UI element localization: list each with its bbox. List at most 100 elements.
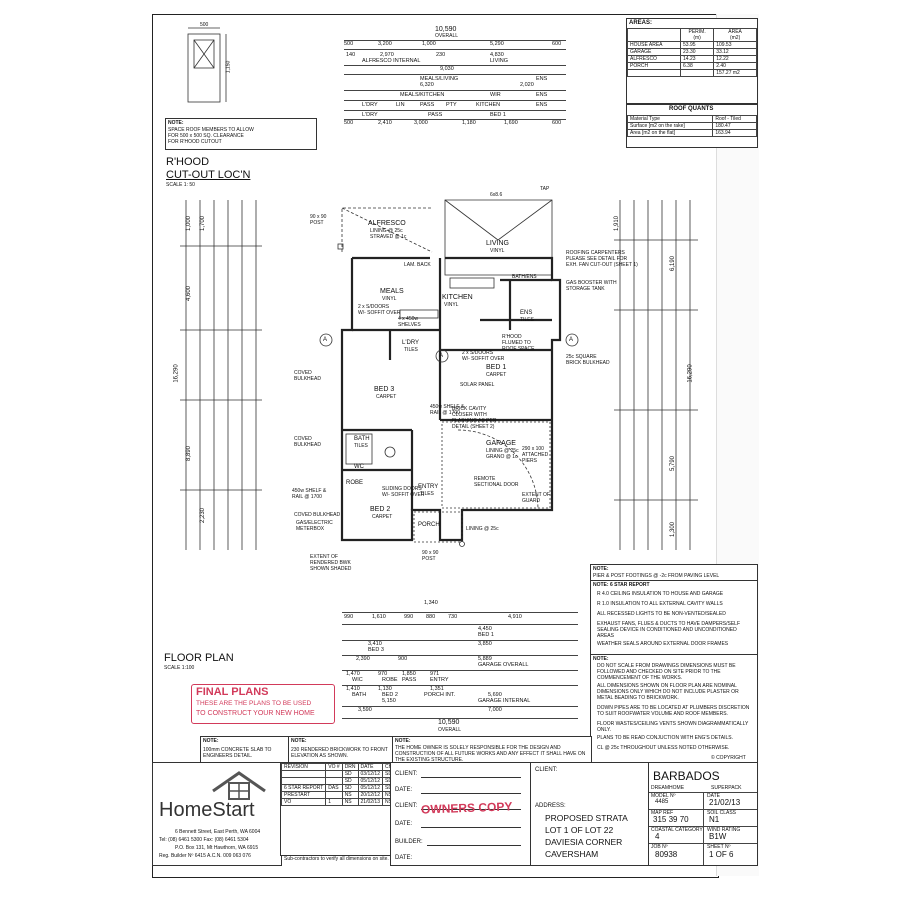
rhood-note-title: NOTE: xyxy=(168,120,184,126)
top-dim: 2,020 xyxy=(520,82,534,88)
shelf-rail-note-robe: 450w SHELF & RAIL @ 1700 xyxy=(292,488,327,500)
revision-cell: VO xyxy=(280,798,327,806)
six-star-item: WEATHER SEALS AROUND EXTERNAL DOOR FRAME… xyxy=(597,641,729,647)
lam-back-note: LAM. BACK xyxy=(404,262,431,268)
bottom-dim-label: PASS xyxy=(402,677,417,683)
general-note-item: DOWN PIPES ARE TO BE LOCATED AT PLUMBERS… xyxy=(597,705,750,717)
left-dim: 1,000 xyxy=(186,215,193,232)
revision-cell: 05/12/12 xyxy=(357,784,384,792)
home-owner-note-title: NOTE: xyxy=(395,738,411,744)
room-floor-bed1: CARPET xyxy=(486,372,507,378)
right-dim: 6,190 xyxy=(670,255,677,272)
revision-cell: 6 STAR REPORT xyxy=(280,784,327,792)
rendered-extent-note: EXTENT OF RENDERED BWK SHOWN SHADED xyxy=(310,554,352,572)
date-label: DATE: xyxy=(395,821,413,827)
top-dim: 230 xyxy=(436,52,446,58)
top-dim: 3,200 xyxy=(378,41,392,47)
areas-row-name: GARAGE xyxy=(627,48,681,56)
left-dim: 4,600 xyxy=(186,285,193,302)
floor-plan-scale: SCALE 1:100 xyxy=(164,665,195,671)
bottom-dim: 3,590 xyxy=(358,707,372,713)
rhood-dim-top: 500 xyxy=(200,22,209,28)
room-label-ldry: L'DRY xyxy=(402,340,420,346)
roof-quant-label: Surface [m2 on the rake] xyxy=(626,122,714,130)
final-plans-line: THESE ARE THE PLANS TO BE USED xyxy=(196,700,312,707)
company-address-line: P.O. Box 131, Mt Hawthorn, WA 6915 xyxy=(175,845,259,851)
porch-lining-note: LINING @ 25c xyxy=(466,526,499,532)
six-star-item: EXHAUST FANS, FLUES & DUCTS TO HAVE DAMP… xyxy=(597,621,740,639)
bottom-overall-dimension: 10,590 OVERALL xyxy=(338,712,582,734)
top-dimensions: 10,590 OVERALL 500 3,200 1,000 5,290 600… xyxy=(340,22,570,132)
top-dim-label: ALFRESCO INTERNAL xyxy=(362,58,421,64)
model-label: MODEL Nº xyxy=(651,793,676,799)
roof-quant-value: Roof - Tiled xyxy=(712,115,757,123)
top-dim-label: LIVING xyxy=(490,58,509,64)
revision-cell: NS xyxy=(341,791,359,799)
areas-row-area: 12.22 xyxy=(713,55,757,63)
coastal-category: 4 xyxy=(655,832,660,841)
bottom-dim: 990 xyxy=(344,614,354,620)
client-label: CLIENT: xyxy=(395,771,418,777)
room-label-bathens: BATH/ENS xyxy=(512,274,537,280)
areas-title: AREAS: xyxy=(629,20,653,26)
section-marker-a: A xyxy=(569,337,574,343)
top-dim-label: ENS xyxy=(536,76,548,82)
room-floor-entry: TILES xyxy=(420,491,434,497)
general-note-item: PLANS TO BE READ CONJUCTION WITH ENG'S D… xyxy=(597,735,733,741)
revision-cell: DAS xyxy=(325,784,343,792)
bottom-dim-label: ENTRY xyxy=(430,677,449,683)
revision-cell: NS xyxy=(341,798,359,806)
rhood-detail: 500 1,150 xyxy=(180,22,231,104)
room-floor-living: VINYL xyxy=(490,248,505,254)
client-label: CLIENT: xyxy=(535,767,558,773)
bottom-dim: 1,610 xyxy=(372,614,386,620)
bottom-dim: 3,410 xyxy=(368,641,382,647)
areas-row-area: 109.53 xyxy=(713,41,757,49)
home-owner-note: NOTE: THE HOME OWNER IS SOLELY RESPONSIB… xyxy=(392,736,592,764)
six-star-item: R 4.0 CEILING INSULATION TO HOUSE AND GA… xyxy=(597,591,724,597)
top-dim-label: MEALS/KITCHEN xyxy=(400,92,445,98)
general-note-item: ALL DIMENSIONS SHOWN ON FLOOR PLAN ARE N… xyxy=(597,683,739,701)
top-dim-label: L'DRY xyxy=(362,112,378,118)
top-overall-dim: 10,590 xyxy=(435,26,457,33)
tap-note: TAP xyxy=(540,186,550,192)
sheet-label: SHEET Nº xyxy=(707,844,731,850)
revision-cell: 05/12/12 xyxy=(357,777,384,785)
wind-rating: B1W xyxy=(709,832,727,841)
brickwork-note: NOTE: 230 RENDERED BRICKWORK TO FRONT EL… xyxy=(288,736,394,764)
areas-row-area: 33.12 xyxy=(713,48,757,56)
top-dim-label: BED 1 xyxy=(490,112,506,118)
revision-cell: SD xyxy=(341,784,359,792)
six-star-title: NOTE: 6 STAR REPORT xyxy=(593,582,650,588)
brickwork-note-text: 230 RENDERED BRICKWORK TO FRONT ELEVATIO… xyxy=(291,747,388,759)
revision-cell xyxy=(280,770,327,778)
revision-cell: SD xyxy=(341,770,359,778)
room-label-wc: WC xyxy=(354,464,364,470)
areas-total: 157.27 m2 xyxy=(713,69,757,77)
room-floor-bed3: CARPET xyxy=(376,394,397,400)
general-note-item: FLOOR WASTES/CEILING VENTS SHOWN DIAGRAM… xyxy=(597,721,749,733)
address-label: ADDRESS: xyxy=(535,803,566,809)
bottom-dim: 5,889 xyxy=(478,656,492,662)
top-dim-label: PTY xyxy=(446,102,457,108)
areas-row-name: ALFRESCO xyxy=(627,55,681,63)
attached-piers-label: 290 x 100 ATTACHED PIERS xyxy=(522,446,549,464)
date-label: DATE: xyxy=(395,855,413,861)
bottom-dim: 970 xyxy=(378,671,388,677)
roof-quant-value: 180.47 xyxy=(712,122,757,130)
top-dim: 9,030 xyxy=(440,66,454,72)
design-title-block: BARBADOS DREAMHOME SUPERPACK MODEL Nº DA… xyxy=(648,762,758,866)
areas-row-perim: 14.23 xyxy=(679,55,715,63)
top-dim: 2,410 xyxy=(378,120,392,126)
right-dim: 1,910 xyxy=(614,215,621,232)
top-dim: 500 xyxy=(344,41,354,47)
section-marker-a: A xyxy=(439,353,444,359)
bottom-dim: 1,340 xyxy=(424,600,438,606)
pier-note-title: NOTE: xyxy=(593,566,609,572)
revision-header: DRN xyxy=(341,763,359,771)
bottom-dim-label: ROBE xyxy=(382,677,398,683)
rhood-detail-drawing xyxy=(187,27,227,103)
sliding-doors-note-bed1: 2 x S/DOORS W/- SOFFIT OVER xyxy=(462,350,505,362)
solar-panel-label: SOLAR PANEL xyxy=(460,382,495,388)
